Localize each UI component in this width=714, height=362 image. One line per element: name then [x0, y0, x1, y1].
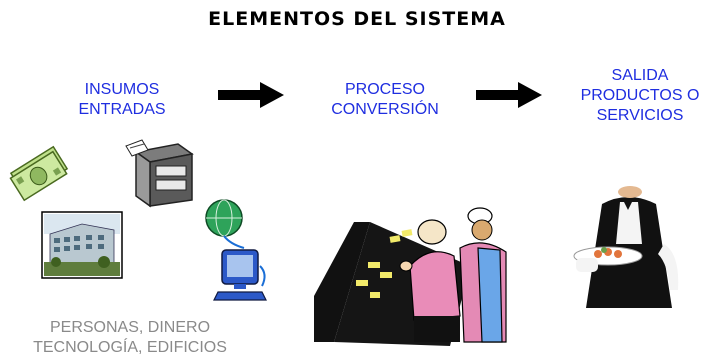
resources-caption-line2: TECNOLOGÍA, EDIFICIOS: [33, 339, 227, 356]
inputs-label-line1: INSUMOS: [84, 81, 160, 98]
diagram-title: ELEMENTOS DEL SISTEMA: [208, 8, 506, 30]
resources-caption-line1: PERSONAS, DINERO: [49, 319, 211, 336]
inputs-label: INSUMOS ENTRADAS: [52, 80, 192, 120]
filing-cabinet-icon: [125, 139, 194, 208]
output-label-line1: SALIDA: [611, 67, 669, 84]
process-label-line1: PROCESO: [344, 81, 425, 98]
arrow-inputs-to-process: [218, 82, 284, 108]
factory-workers-image: [314, 207, 507, 346]
output-label-line3: SERVICIOS: [596, 107, 684, 124]
globe-network-icon: [205, 199, 245, 249]
computer-icon: [213, 249, 267, 301]
office-building-image: [41, 211, 123, 279]
resources-caption: PERSONAS, DINERO TECNOLOGÍA, EDIFICIOS: [20, 318, 240, 358]
process-label: PROCESO CONVERSIÓN: [310, 80, 460, 120]
arrow-process-to-output: [476, 82, 542, 108]
output-label-line2: PRODUCTOS O: [580, 87, 700, 104]
output-label: SALIDA PRODUCTOS O SERVICIOS: [565, 66, 714, 126]
inputs-label-line2: ENTRADAS: [78, 101, 166, 118]
waiter-service-image: [568, 184, 690, 308]
process-label-line2: CONVERSIÓN: [331, 101, 439, 118]
money-icon: [9, 145, 69, 202]
